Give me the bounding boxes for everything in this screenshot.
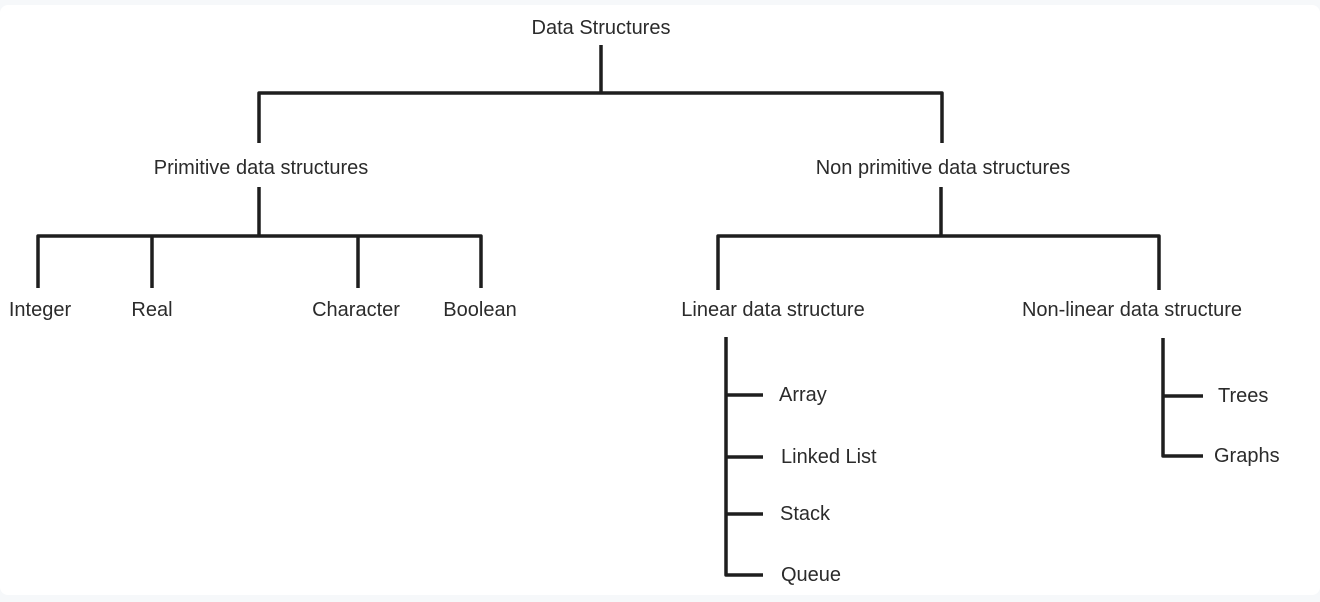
connector-primitive-bar	[36, 234, 483, 288]
connector-nonprimitive-bar	[716, 234, 1161, 290]
node-non-primitive-data-structures: Non primitive data structures	[815, 157, 1071, 179]
node-data-structures: Data Structures	[531, 17, 671, 39]
node-non-linear-data-structure: Non-linear data structure	[1021, 299, 1243, 321]
node-character: Character	[312, 299, 400, 321]
node-boolean: Boolean	[443, 299, 517, 321]
node-linear-data-structure: Linear data structure	[681, 299, 865, 321]
connector-linear-spine	[724, 337, 763, 577]
connector-nonlinear-spine	[1161, 338, 1203, 458]
node-stack: Stack	[780, 503, 831, 525]
node-trees: Trees	[1218, 385, 1269, 407]
node-queue: Queue	[781, 564, 842, 586]
node-real: Real	[131, 299, 173, 321]
node-integer: Integer	[8, 299, 72, 321]
node-primitive-data-structures: Primitive data structures	[153, 157, 369, 179]
connector-level1-bar	[257, 91, 944, 143]
node-linked-list: Linked List	[781, 446, 877, 468]
diagram-canvas	[0, 5, 1320, 595]
node-graphs: Graphs	[1214, 445, 1280, 467]
node-array: Array	[779, 384, 827, 406]
